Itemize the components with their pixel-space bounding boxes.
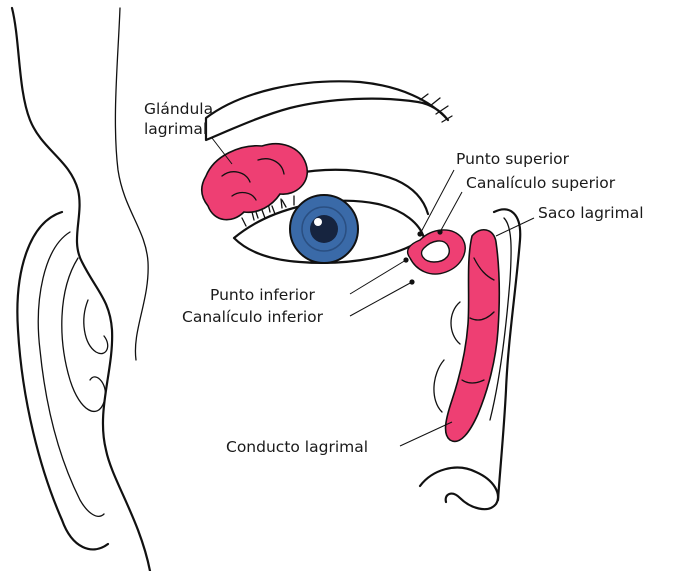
dot-punto-inferior <box>403 257 408 262</box>
label-glandula-line2: lagrimal <box>144 120 207 138</box>
label-punto-superior: Punto superior <box>456 150 570 168</box>
ear-inner-fold <box>62 258 106 411</box>
canaliculi <box>408 230 466 274</box>
leader-canaliculo-superior <box>440 192 462 232</box>
eyebrow <box>206 81 448 140</box>
face-contour <box>12 8 150 571</box>
leader-conducto <box>400 422 452 446</box>
pupil <box>310 215 338 243</box>
label-canaliculo-inferior: Canalículo inferior <box>182 308 324 326</box>
leader-punto-inferior <box>350 260 406 294</box>
eye-highlight <box>314 218 322 226</box>
ear-outline <box>17 212 108 549</box>
label-canaliculo-superior: Canalículo superior <box>466 174 616 192</box>
ear-helix <box>38 232 104 516</box>
ear-concha <box>84 300 108 354</box>
label-conducto-lagrimal: Conducto lagrimal <box>226 438 368 456</box>
label-saco-lagrimal: Saco lagrimal <box>538 204 644 222</box>
label-punto-inferior: Punto inferior <box>210 286 315 304</box>
dot-punto-superior <box>417 231 422 236</box>
leader-canaliculo-inferior <box>350 282 412 316</box>
leader-punto-superior <box>420 170 454 234</box>
dot-canaliculo-inferior <box>409 279 414 284</box>
nasal-floor <box>420 468 498 510</box>
leader-saco <box>496 218 534 236</box>
face-contour-inner <box>115 8 148 360</box>
dot-canaliculo-superior <box>437 229 442 234</box>
label-glandula-line1: Glándula <box>144 100 213 118</box>
